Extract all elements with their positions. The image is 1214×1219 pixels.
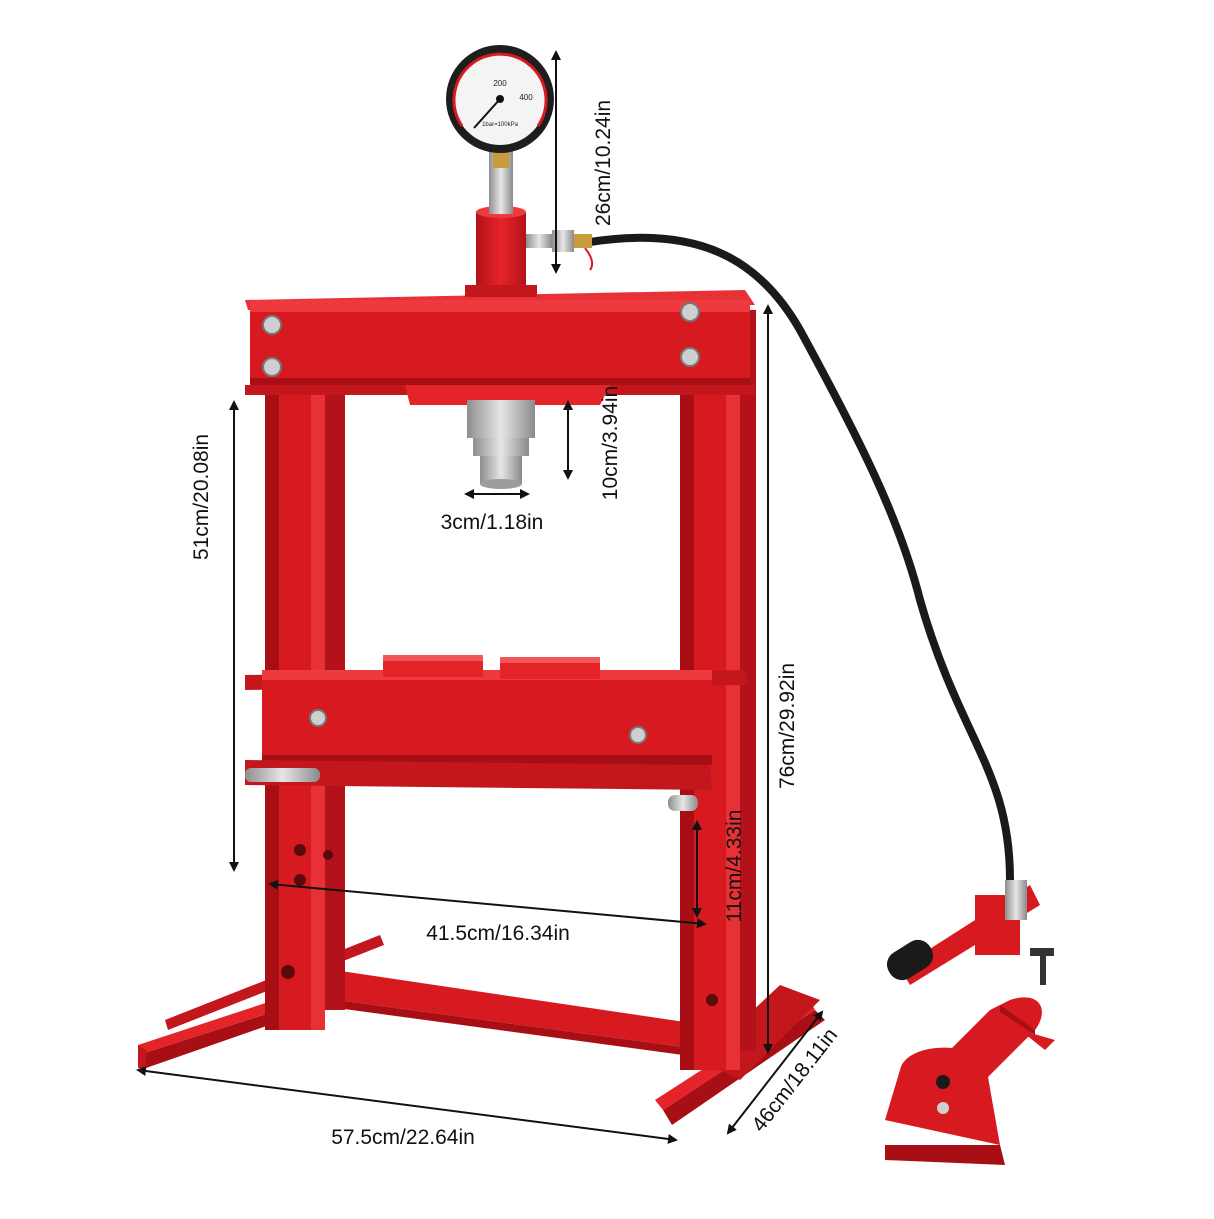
total-height-label: 76cm/29.92in	[776, 663, 799, 789]
ram-stroke-label: 10cm/3.94in	[599, 386, 622, 500]
gauge-height-label: 26cm/10.24in	[592, 100, 615, 226]
gauge-unit: 1bar=100kPa	[482, 122, 519, 128]
base-depth-arrow	[726, 1010, 824, 1135]
bed-step-label: 11cm/4.33in	[723, 810, 746, 923]
press-ram	[467, 400, 535, 489]
hydraulic-hose	[586, 233, 1014, 884]
left-upright	[265, 300, 345, 1030]
hand-pump	[885, 880, 1055, 1165]
base-width-label: 57.5cm/22.64in	[331, 1126, 475, 1149]
gauge-scale-400: 400	[519, 93, 533, 102]
base-width-arrow	[136, 1066, 678, 1144]
gauge-scale-200: 200	[493, 79, 507, 88]
working-height-label: 51cm/20.08in	[190, 434, 213, 560]
ram-diameter-label: 3cm/1.18in	[441, 511, 544, 534]
press-bed	[245, 655, 748, 811]
hydraulic-cylinder	[465, 206, 594, 297]
dimension-lines	[136, 50, 824, 1144]
top-beam	[245, 290, 755, 405]
pressure-gauge: 200 400 1bar=100kPa	[446, 45, 554, 214]
inner-width-arrow	[268, 879, 707, 929]
inner-width-label: 41.5cm/16.34in	[426, 922, 570, 945]
